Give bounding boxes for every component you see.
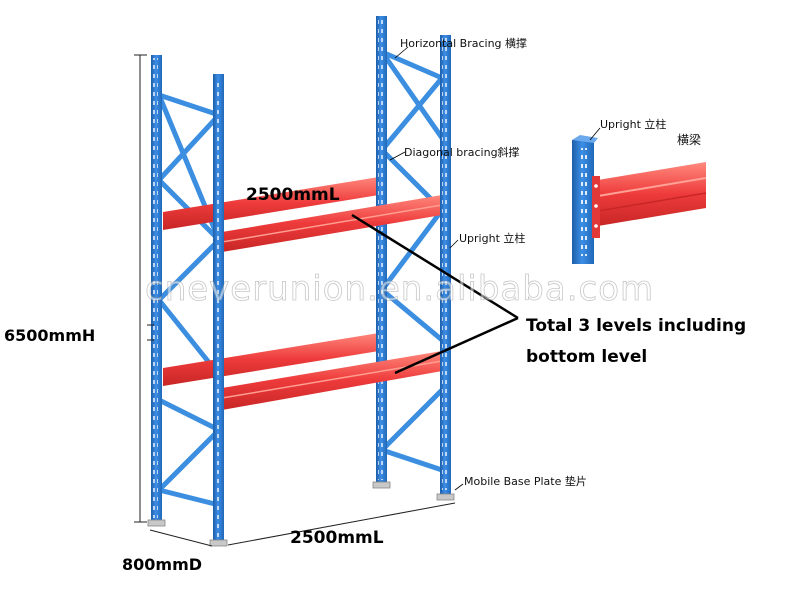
front-uprights	[213, 35, 451, 542]
right-frame-bracing	[379, 49, 445, 473]
label-levels-line2: bottom level	[526, 347, 647, 367]
label-beam-length-top: 2500mmL	[246, 185, 340, 205]
label-height: 6500mmH	[4, 326, 95, 345]
base-plates	[147, 481, 455, 547]
connector-inset	[572, 127, 707, 264]
inset-beam	[598, 162, 706, 226]
annotation-pointers	[351, 46, 519, 491]
label-upright-inset: Upright 立柱	[600, 117, 666, 131]
back-uprights	[151, 16, 387, 523]
label-beam-inset: 横梁	[677, 132, 701, 147]
label-upright-main: Upright 立柱	[459, 231, 525, 245]
label-diagonal-bracing: Diagonal bracing斜撑	[404, 145, 520, 159]
label-depth: 800mmD	[122, 555, 202, 574]
label-base-plate: Mobile Base Plate 垫片	[464, 474, 587, 488]
beam-front-lower	[222, 350, 448, 410]
label-width-bottom: 2500mmL	[290, 528, 384, 548]
dimension-lines	[134, 54, 456, 547]
label-levels-line1: Total 3 levels including	[526, 316, 746, 336]
left-frame-bracing	[156, 92, 222, 508]
watermark: cneverunion.en.alibaba.com	[145, 269, 654, 309]
label-horizontal-bracing: Horizontal Bracing 横撑	[400, 36, 527, 50]
